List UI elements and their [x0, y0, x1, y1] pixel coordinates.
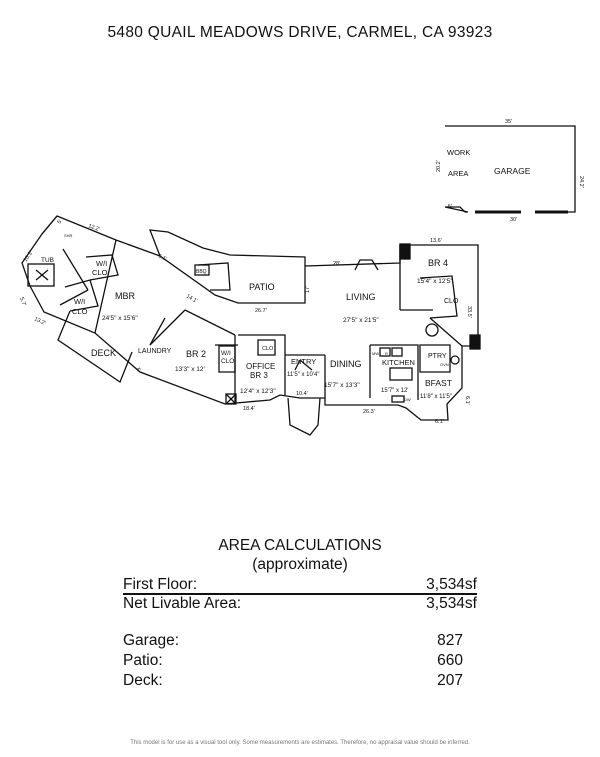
br4-label: BR 4 — [428, 258, 448, 268]
net-livable-row: Net Livable Area: 3,534sf — [123, 595, 477, 613]
office-closet-label: CLO — [262, 346, 274, 352]
living-label: LIVING — [346, 292, 376, 302]
br4-closet-label: CLO — [444, 298, 459, 305]
tub-outline — [27, 263, 55, 287]
patio-label: PATIO — [249, 282, 275, 292]
dim-17: 17' — [305, 286, 311, 293]
dining-dimensions: 15'7" x 13'3" — [324, 382, 360, 389]
patio-area-label: Patio: — [123, 652, 163, 669]
bfast-dimensions: 11'8" x 11'5" — [420, 394, 452, 400]
dim-5-7: 5.7' — [18, 297, 27, 307]
area-calculations-subtitle: (approximate) — [252, 556, 348, 573]
patio-row: Patio: 660 — [123, 652, 477, 670]
wi-closet-1-label-b: CLO — [92, 268, 108, 277]
dim-28: 28' — [333, 261, 340, 267]
dim-13-6: 13.6' — [430, 238, 442, 244]
kitchen-dimensions: 15'7" x 12' — [381, 388, 408, 394]
deck-row: Deck: 207 — [123, 672, 477, 690]
dim-6-1-c: 6.1' — [435, 419, 444, 425]
area-calculations-heading: AREA CALCULATIONS (approximate) — [0, 536, 600, 574]
dim-6-1: 6.1' — [157, 253, 167, 262]
kitchen-label: KITCHEN — [382, 358, 415, 367]
patio-area-value: 660 — [437, 652, 463, 669]
dim-10-4: 10.4' — [296, 391, 308, 397]
office-dimensions: 12'4" x 12'3" — [240, 388, 276, 395]
office-label-b: BR 3 — [250, 371, 268, 380]
br2-dimensions: 13'3" x 12' — [175, 366, 205, 373]
garage-right-dimension: 24.2' — [578, 176, 584, 188]
first-floor-label: First Floor: — [123, 576, 198, 593]
mbr-label: MBR — [115, 291, 136, 301]
garage-row: Garage: 827 — [123, 632, 477, 650]
entry-dimensions: 11'5" x 10'4" — [287, 372, 319, 378]
dim-13-2: 13.2' — [33, 316, 46, 326]
bfast-label: BFAST — [425, 378, 452, 388]
dim-26-7: 26.7' — [255, 308, 267, 314]
office-label-a: OFFICE — [246, 362, 275, 371]
deck-label: DECK — [91, 348, 116, 358]
br4-dimensions: 15'4" x 12'5" — [417, 278, 453, 285]
net-livable-label: Net Livable Area: — [123, 595, 242, 612]
dim-18-4: 18.4' — [243, 406, 255, 412]
first-floor-value: 3,534sf — [426, 576, 477, 593]
area-calculations-title: AREA CALCULATIONS — [218, 537, 382, 554]
property-address: 5480 QUAIL MEADOWS DRIVE, CARMEL, CA 939… — [107, 24, 493, 41]
dim-4: 4' — [135, 367, 142, 374]
dim-12-2: 12.2' — [87, 223, 100, 233]
disclaimer-footer: This model is for use as a visual tool o… — [130, 740, 470, 746]
work-area-label-a: WORK — [447, 148, 470, 157]
garage-notch-dimension: 5' — [448, 204, 452, 210]
tub-label: TUB — [41, 257, 54, 264]
dining-label: DINING — [330, 359, 362, 369]
net-livable-value: 3,534sf — [426, 595, 477, 612]
garage-left-dimension: 20.2' — [436, 160, 442, 172]
microwave-label: MW — [372, 351, 379, 356]
garage-label: GARAGE — [494, 166, 531, 176]
living-dimensions: 27'5" x 21'5" — [343, 317, 379, 324]
refrigerator-label: R — [385, 351, 388, 356]
shower-label: SHR — [64, 233, 73, 238]
patio-outline — [149, 229, 306, 266]
dim-33-5: 33.5' — [466, 306, 472, 318]
pantry-label: PTRY — [428, 353, 447, 360]
oven-label: OVN — [440, 362, 449, 367]
laundry-label: LAUNDRY — [138, 348, 172, 355]
dim-14-1: 14.1' — [185, 294, 198, 305]
wi-closet-3-label-a: W/I — [221, 350, 231, 357]
wi-closet-2-label-a: W/I — [74, 297, 85, 306]
br2-label: BR 2 — [186, 349, 206, 359]
garage-area-label: Garage: — [123, 632, 180, 649]
summary-rule — [123, 593, 477, 595]
wi-closet-3-label-b: CLO — [221, 358, 234, 365]
deck-area-value: 207 — [437, 672, 463, 689]
deck-outline — [57, 310, 133, 383]
work-area-label-b: AREA — [448, 169, 468, 178]
mbr-dimensions: 24'5" x 15'6" — [102, 315, 138, 322]
dim-5: 5' — [57, 218, 64, 225]
entry-label: ENTRY — [291, 357, 316, 366]
first-floor-row: First Floor: 3,534sf — [123, 576, 477, 594]
dishwasher-label: DW — [404, 397, 411, 402]
bbq-label: BBQ — [196, 269, 207, 275]
garage-area-value: 827 — [437, 632, 463, 649]
wi-closet-2-label-b: CLO — [72, 307, 88, 316]
floor-plan: TUB W/I CLO W/I CLO MBR 24'5" x 15'6" DE… — [18, 119, 584, 436]
dim-6-1-b: 6.1' — [464, 396, 470, 405]
wi-closet-1-label-a: W/I — [96, 259, 107, 268]
dim-10-3: 10.3' — [23, 250, 35, 263]
garage-bottom-dimension: 30' — [510, 217, 517, 223]
dim-26-3: 26.3' — [363, 409, 375, 415]
deck-area-label: Deck: — [123, 672, 163, 689]
garage-top-dimension: 35' — [505, 119, 512, 125]
